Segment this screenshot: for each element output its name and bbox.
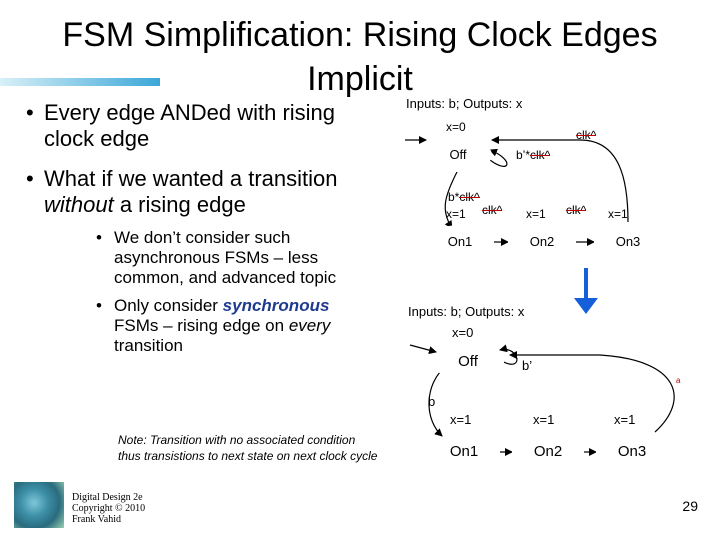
note-text: Note: Transition with no associated cond… (118, 432, 377, 464)
d1-off-output: x=0 (446, 120, 466, 134)
transform-arrowhead (574, 298, 598, 314)
bullet-1: • Every edge ANDed with rising clock edge (26, 100, 396, 152)
d1-state-off: Off (424, 138, 492, 172)
copyright-line3: Frank Vahid (72, 514, 121, 525)
d1-on3-output: x=1 (608, 207, 628, 221)
sub-bullet-2-line3: transition (114, 336, 183, 355)
d1-state-on2: On2 (508, 225, 576, 259)
sub-bullet-2-text-a: Only consider (114, 296, 223, 315)
d2-on1-output: x=1 (450, 412, 472, 427)
note-line2: thus transistions to next state on next … (118, 449, 378, 463)
bullet-2-line1: What if we wanted a transition (44, 166, 338, 191)
bullet-2-line2: a rising edge (113, 192, 246, 217)
bullet-marker: • (26, 166, 34, 191)
d2-off-output: x=0 (452, 325, 474, 340)
d2-state-on1: On1 (428, 434, 500, 470)
d2-on3-output: x=1 (614, 412, 636, 427)
d2-on2-output: x=1 (533, 412, 555, 427)
d2-init-arrow (409, 344, 437, 355)
slide-title-line2: Implicit (307, 60, 413, 98)
bullet-2-emph: without (44, 192, 114, 217)
copyright-block: Digital Design 2e Copyright © 2010 Frank… (72, 492, 145, 525)
d1-edge-on3-off (491, 136, 629, 223)
d2-edge-off-on1 (428, 371, 443, 437)
d1-label-bprime-clk: b’*clk^ (516, 148, 551, 162)
d1-edge-off-on1 (444, 169, 459, 229)
d2-state-on2: On2 (512, 434, 584, 470)
copyright-line1: Digital Design 2e (72, 492, 143, 503)
page-number: 29 (682, 498, 698, 514)
bullet-marker: • (96, 296, 102, 315)
note-line1: Note: Transition with no associated cond… (118, 433, 356, 447)
bullet-1-line1: Every edge ANDed with rising (44, 100, 336, 125)
d2-state-off: Off (432, 344, 504, 380)
bullet-2: •What if we wanted a transition without … (26, 166, 406, 218)
d1-label-clk-12: clk^ (482, 203, 503, 217)
d1-state-on3: On3 (594, 225, 662, 259)
sub-bullet-1-line3: common, and advanced topic (114, 268, 337, 287)
bullet-marker: • (96, 228, 102, 247)
d2-edge-on3-off (509, 351, 675, 433)
book-cover-logo (14, 482, 64, 528)
d1-state-on1: On1 (426, 225, 494, 259)
sub-bullet-2-every: every (288, 316, 331, 335)
d2-mark: a (676, 376, 681, 385)
d2-label-bprime: b’ (522, 358, 533, 373)
bullet-1-line2: clock edge (44, 126, 150, 151)
d2-label-b: b (428, 394, 436, 409)
sub-bullet-1-line2: asynchronous FSMs – less (114, 248, 319, 267)
d1-on1-output: x=1 (446, 207, 466, 221)
d1-label-b-clk: b*clk^ (448, 190, 480, 204)
copyright-line2: Copyright © 2010 (72, 503, 146, 514)
sub-bullet-2-synchronous: synchronous (222, 296, 330, 315)
sub-bullet-1-line1: We don’t consider such (114, 228, 291, 247)
d1-label-clk-top: clk^ (576, 128, 597, 142)
sub-bullet-1: • We don’t consider such asynchronous FSM… (96, 228, 396, 288)
bullet-marker: • (26, 100, 34, 125)
d2-state-on3: On3 (596, 434, 668, 470)
d1-header: Inputs: b; Outputs: x (406, 96, 523, 111)
d2-header: Inputs: b; Outputs: x (408, 304, 525, 319)
d1-self-loop (489, 148, 508, 167)
slide-title-line1: FSM Simplification: Rising Clock Edges (62, 16, 658, 54)
d1-label-clk-23: clk^ (566, 203, 587, 217)
sub-bullet-2-text-b: FSMs – rising edge on (114, 316, 289, 335)
sub-bullet-2: • Only consider synchronous FSMs – rising… (96, 296, 396, 356)
d1-on2-output: x=1 (526, 207, 546, 221)
title-accent-rule (0, 78, 160, 86)
